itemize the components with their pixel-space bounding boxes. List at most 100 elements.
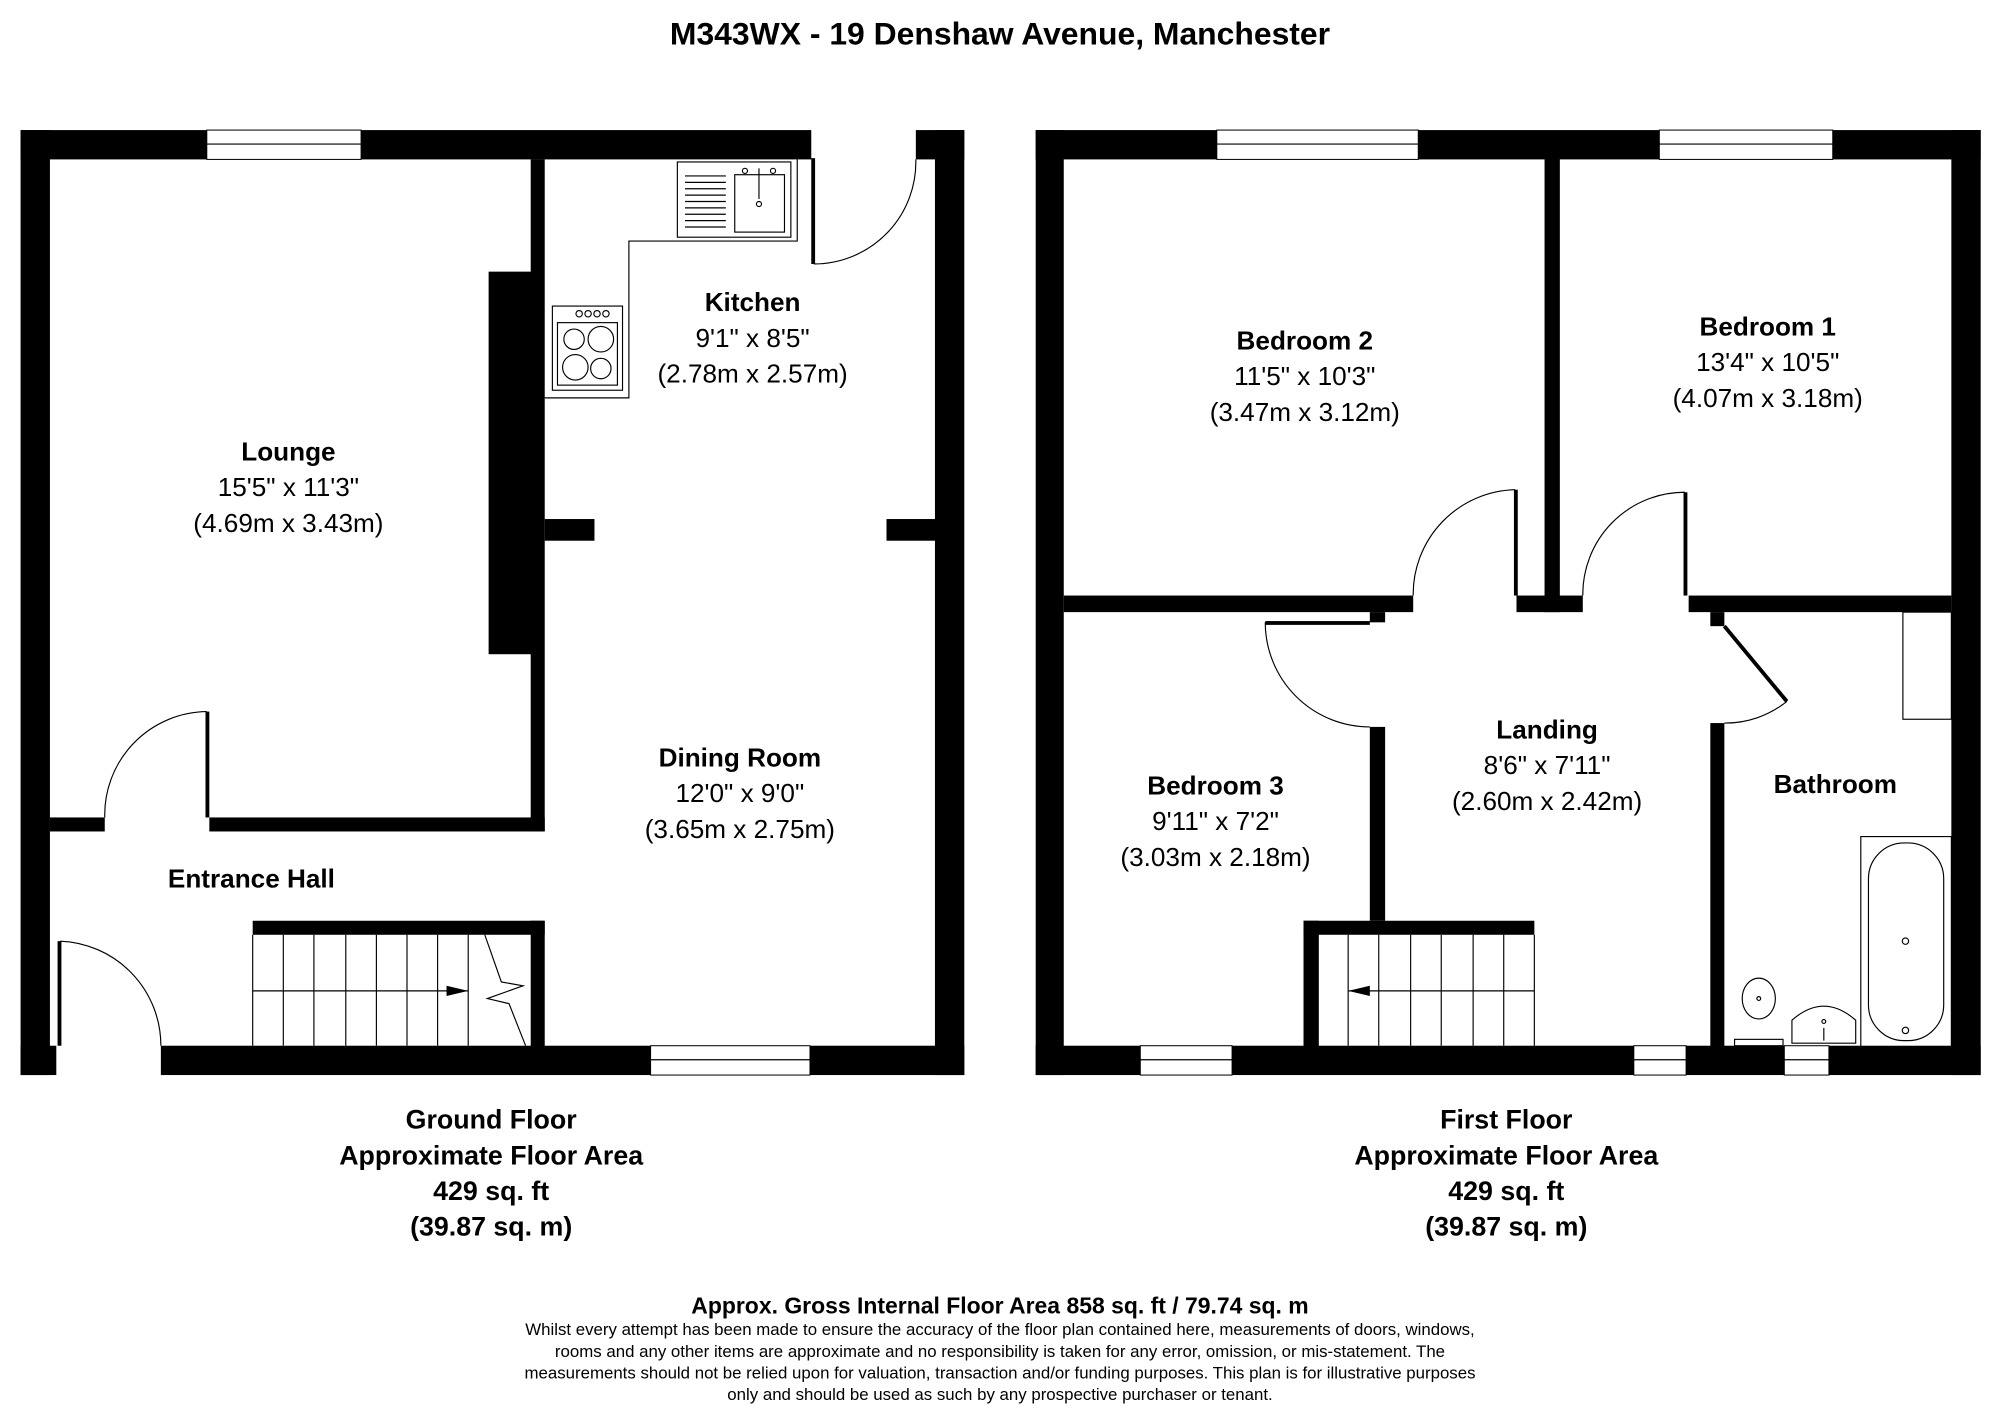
door: [1722, 624, 1789, 724]
room-name: Bedroom 2: [1237, 325, 1373, 355]
room-dimensions-metric: (2.60m x 2.42m): [1452, 786, 1642, 816]
wall: [20, 130, 812, 160]
window: [1658, 129, 1834, 160]
wall: [544, 519, 595, 541]
wall: [1303, 920, 1319, 1047]
window: [1783, 1045, 1830, 1076]
window: [650, 1045, 811, 1076]
page-title: M343WX - 19 Denshaw Avenue, Manchester: [670, 16, 1330, 52]
wall: [1303, 920, 1535, 935]
ground-floor-plan: Kitchen 9'1" x 8'5" (2.78m x 2.57m) Loun…: [20, 129, 965, 1242]
wall: [934, 130, 965, 1076]
floor-name: Ground Floor: [406, 1105, 578, 1135]
wall: [49, 817, 105, 832]
disclaimer-line: measurements should not be relied upon f…: [524, 1364, 1475, 1383]
floor-area-sqm: (39.87 sq. m): [1425, 1212, 1587, 1242]
room-dimensions-imperial: 11'5" x 10'3": [1234, 361, 1375, 391]
first-floor-caption: First Floor Approximate Floor Area 429 s…: [1354, 1105, 1659, 1242]
gross-internal-area: Approx. Gross Internal Floor Area 858 sq…: [691, 1293, 1308, 1319]
wall: [1516, 595, 1583, 613]
wall: [1035, 130, 1981, 160]
room-dimensions-imperial: 13'4" x 10'5": [1696, 347, 1839, 377]
room-dimensions-metric: (2.78m x 2.57m): [657, 359, 847, 389]
window: [1216, 129, 1419, 160]
disclaimer-line: Whilst every attempt has been made to en…: [525, 1320, 1474, 1339]
wall: [1544, 158, 1560, 613]
room-dimensions-metric: (3.65m x 2.75m): [645, 814, 835, 844]
wall: [1951, 130, 1981, 1076]
first-floor-plan: Bedroom 2 11'5" x 10'3" (3.47m x 3.12m) …: [1035, 129, 1981, 1242]
toilet-icon: [1733, 977, 1784, 1047]
room-name: Kitchen: [705, 287, 801, 317]
door: [1582, 491, 1688, 596]
cupboard: [1902, 611, 1952, 720]
floor-area-sqft: 429 sq. ft: [433, 1176, 549, 1206]
room-bedroom-2: Bedroom 2 11'5" x 10'3" (3.47m x 3.12m): [1210, 325, 1400, 426]
staircase: [252, 934, 527, 1046]
wall: [20, 130, 50, 1076]
worktop: [544, 159, 798, 399]
door: [811, 158, 917, 265]
room-dimensions-metric: (4.07m x 3.18m): [1673, 383, 1863, 413]
sink-icon: [1791, 1005, 1857, 1044]
room-name: Lounge: [241, 436, 335, 466]
disclaimer-line: only and should be used as such by any p…: [727, 1385, 1272, 1404]
sink-icon: [676, 161, 792, 238]
wall: [530, 159, 545, 832]
wall: [252, 920, 545, 935]
floor-name: First Floor: [1440, 1105, 1573, 1135]
window: [1633, 1045, 1687, 1076]
room-name: Bedroom 1: [1699, 311, 1835, 341]
wall: [160, 1045, 965, 1076]
room-bedroom-3: Bedroom 3 9'11" x 7'2" (3.03m x 2.18m): [1120, 770, 1310, 871]
room-dimensions-imperial: 8'6" x 7'11": [1484, 750, 1611, 780]
room-dining-room: Dining Room 12'0" x 9'0" (3.65m x 2.75m): [645, 742, 835, 843]
wall: [1369, 726, 1386, 921]
bath-icon: [1860, 836, 1952, 1048]
room-dimensions-metric: (4.69m x 3.43m): [193, 508, 383, 538]
arrow-icon: [446, 985, 469, 996]
door: [104, 711, 210, 818]
room-landing: Landing 8'6" x 7'11" (2.60m x 2.42m): [1452, 714, 1642, 815]
room-name: Landing: [1496, 714, 1598, 744]
hob-icon: [551, 305, 624, 391]
wall: [1035, 130, 1064, 1076]
room-kitchen: Kitchen 9'1" x 8'5" (2.78m x 2.57m): [657, 287, 847, 388]
wall: [1710, 723, 1725, 1047]
room-dimensions-metric: (3.03m x 2.18m): [1120, 842, 1310, 872]
floor-area-label: Approximate Floor Area: [339, 1140, 644, 1170]
room-dimensions-imperial: 15'5" x 11'3": [218, 472, 359, 502]
room-name: Bedroom 3: [1147, 770, 1283, 800]
ground-floor-caption: Ground Floor Approximate Floor Area 429 …: [339, 1105, 644, 1242]
door: [1264, 621, 1370, 728]
room-bedroom-1: Bedroom 1 13'4" x 10'5" (4.07m x 3.18m): [1673, 311, 1863, 412]
window: [1139, 1045, 1233, 1076]
door: [57, 940, 162, 1046]
wall: [1369, 612, 1386, 623]
room-dimensions-imperial: 9'11" x 7'2": [1152, 806, 1279, 836]
room-name: Dining Room: [659, 742, 822, 772]
wall: [1688, 595, 1952, 613]
disclaimer-line: rooms and any other items are approximat…: [555, 1342, 1445, 1361]
floor-area-sqft: 429 sq. ft: [1448, 1176, 1564, 1206]
room-entrance-hall: Entrance Hall: [168, 864, 335, 894]
room-dimensions-imperial: 9'1" x 8'5": [695, 323, 809, 353]
room-bathroom: Bathroom: [1774, 769, 1897, 799]
chimney-breast: [488, 271, 532, 655]
footer: Approx. Gross Internal Floor Area 858 sq…: [524, 1293, 1475, 1405]
door: [1412, 489, 1518, 596]
arrow-icon: [1348, 985, 1370, 996]
room-lounge: Lounge 15'5" x 11'3" (4.69m x 3.43m): [193, 436, 383, 537]
floor-area-sqm: (39.87 sq. m): [410, 1212, 572, 1242]
wall: [209, 817, 545, 832]
wall: [1710, 612, 1725, 627]
staircase: [1347, 934, 1535, 1046]
floor-area-label: Approximate Floor Area: [1354, 1140, 1659, 1170]
wall: [1063, 595, 1414, 613]
room-dimensions-imperial: 12'0" x 9'0": [675, 778, 804, 808]
wall: [20, 1045, 57, 1076]
wall: [886, 519, 937, 541]
room-dimensions-metric: (3.47m x 3.12m): [1210, 397, 1400, 427]
window: [206, 129, 362, 160]
